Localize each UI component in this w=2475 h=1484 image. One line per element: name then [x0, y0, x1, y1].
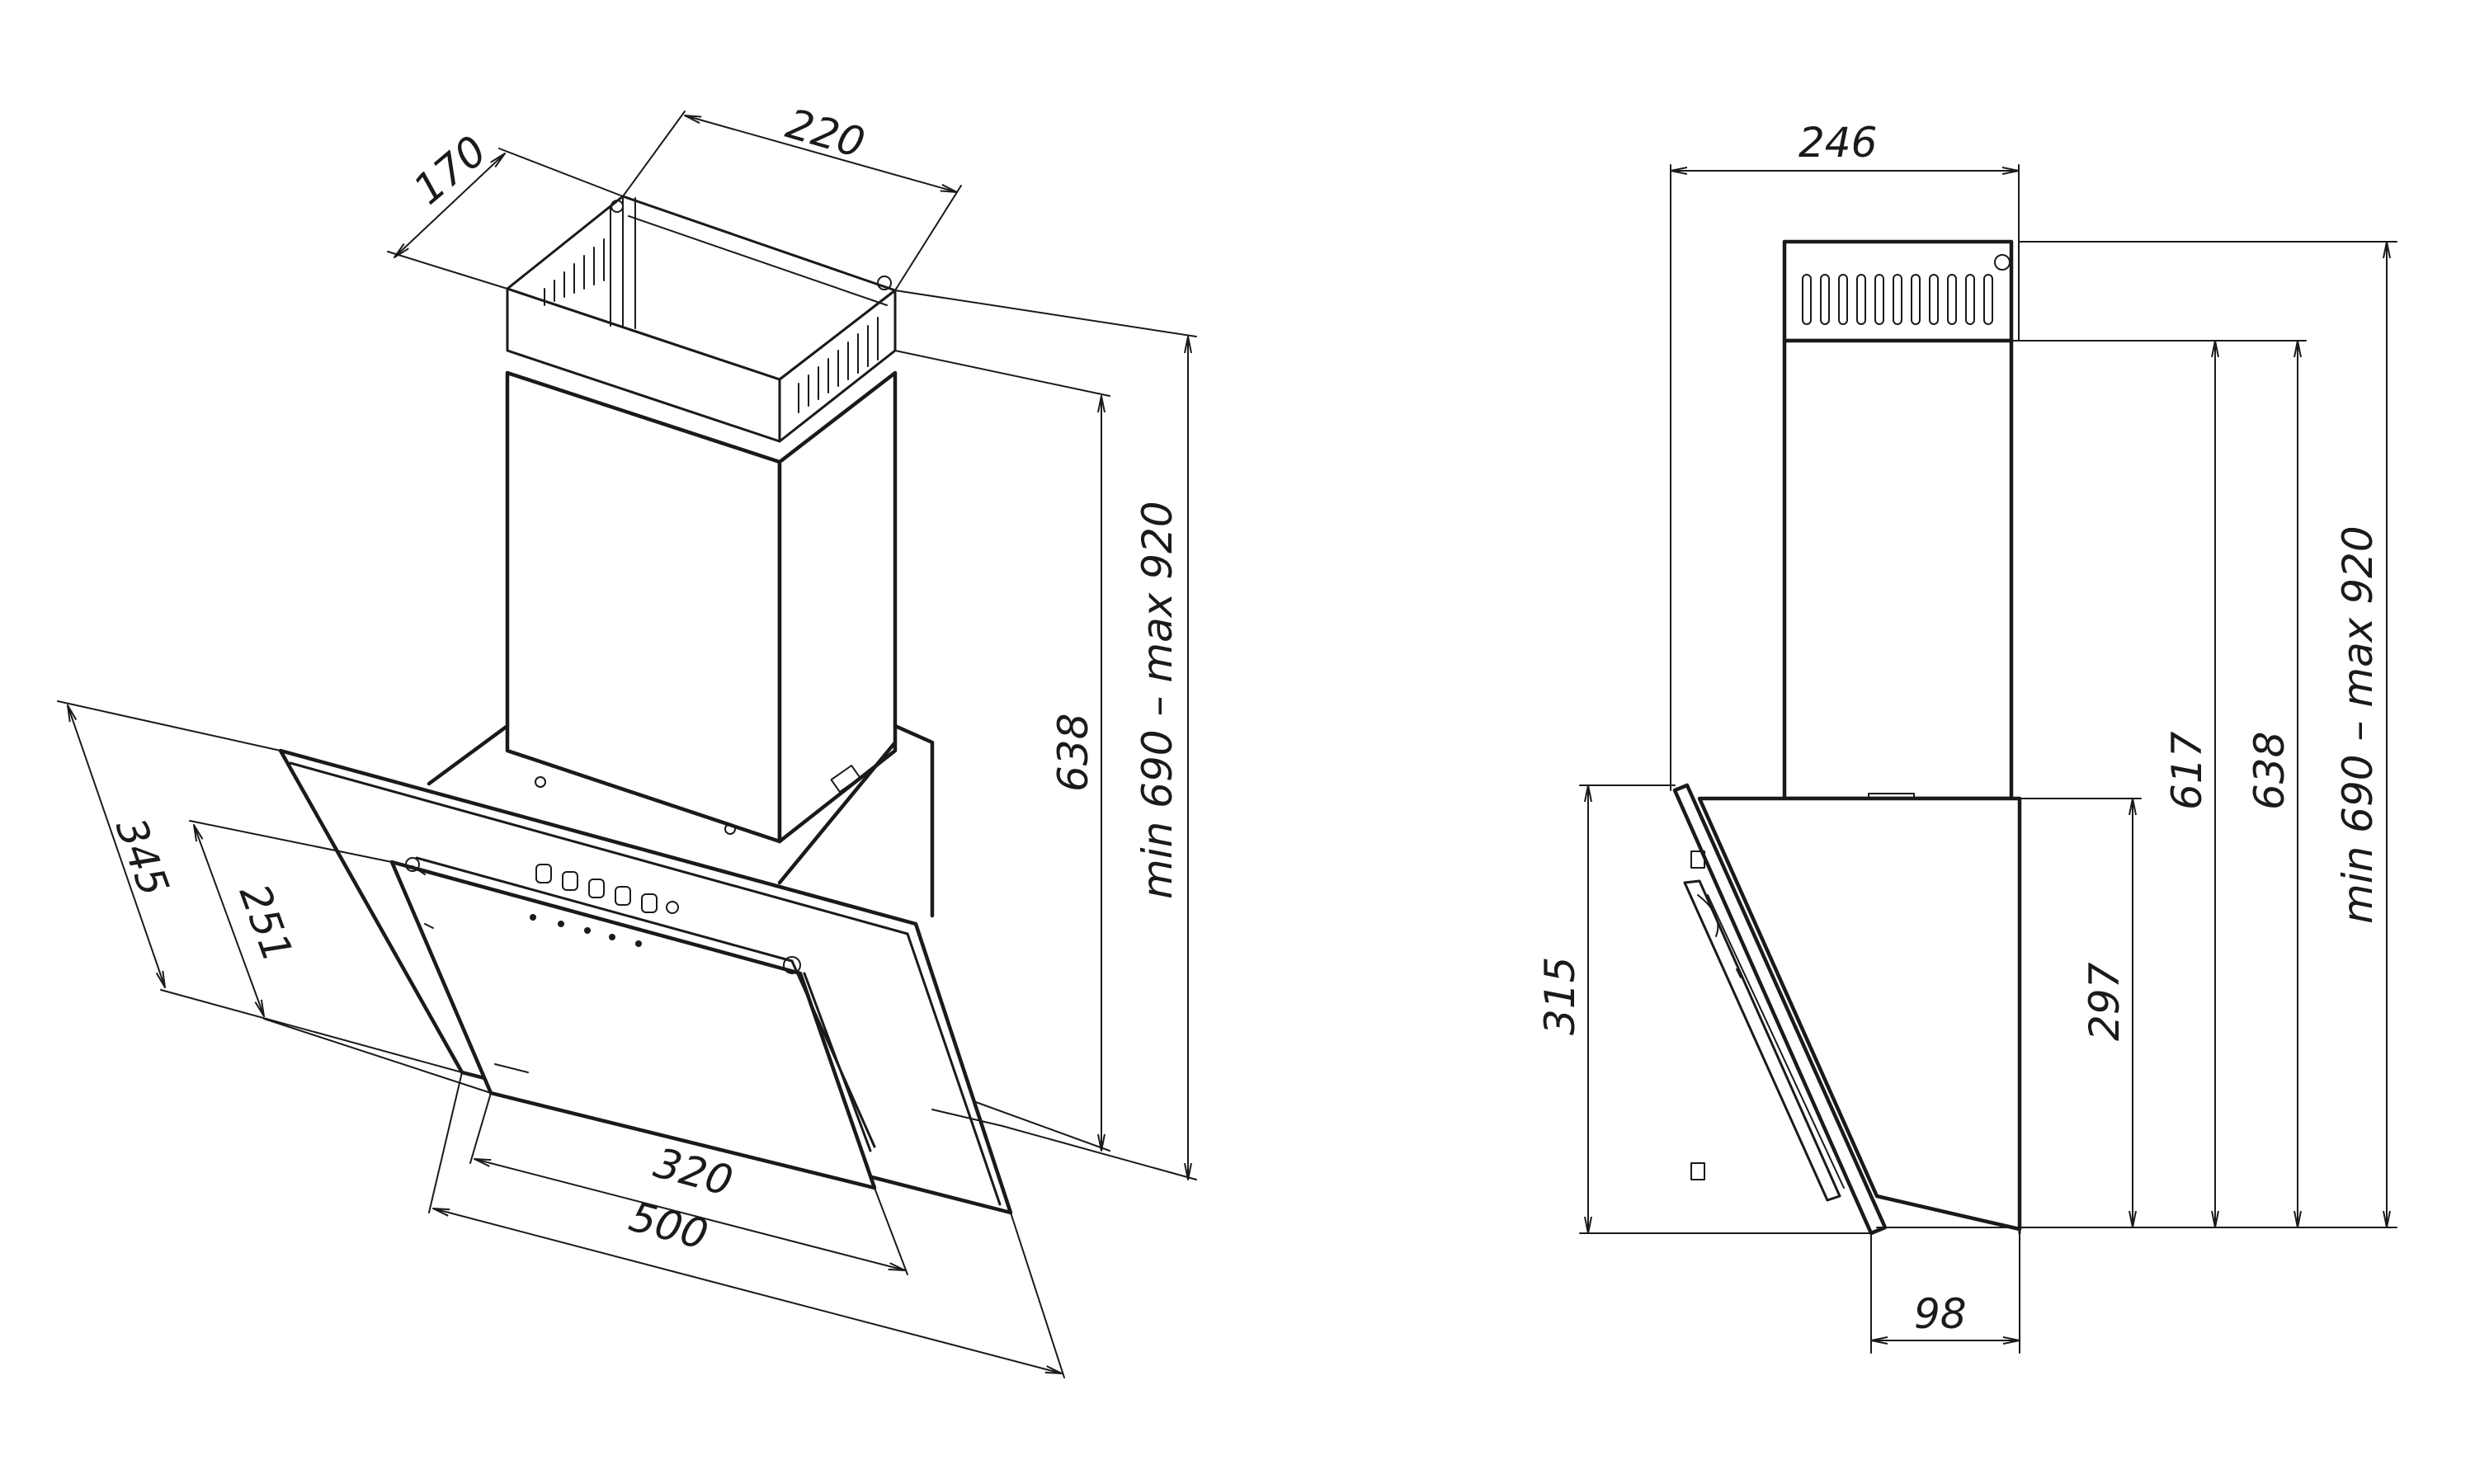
iso-dim-glass-height: 345 — [106, 812, 178, 902]
side-chimney-bottom — [1782, 338, 2014, 801]
iso-vent-slots-left — [544, 238, 605, 306]
side-chimney-top — [1782, 239, 2020, 343]
side-dim-glass-height: 315 — [1536, 957, 1584, 1035]
iso-chimney-top — [506, 195, 897, 443]
iso-dim-glass-width: 500 — [625, 1193, 713, 1260]
isometric-view: 170 220 638 min 690 – max 920 345 251 32… — [57, 100, 1197, 1378]
iso-dim-depth: 170 — [404, 126, 495, 214]
iso-dim-width: 220 — [781, 100, 870, 167]
side-dim-chimney-height: 617 — [2163, 731, 2211, 810]
iso-dim-chimney-height: 638 — [1049, 714, 1097, 792]
iso-chimney-bottom — [505, 370, 898, 844]
iso-hood-body — [427, 723, 935, 918]
side-dim-bottom-offset: 98 — [1914, 1290, 1967, 1338]
iso-dim-total-height: min 690 – max 920 — [1134, 501, 1181, 899]
iso-vent-slots-right — [798, 317, 879, 413]
side-dimension-lines — [1579, 164, 2397, 1354]
side-dim-depth: 246 — [1798, 119, 1877, 167]
side-view: 246 315 297 617 638 min 690 – max 920 98 — [1536, 119, 2397, 1354]
side-dim-total-height: min 690 – max 920 — [2334, 525, 2382, 924]
side-dim-chimney-total: 638 — [2246, 732, 2294, 810]
iso-dimension-lines — [57, 111, 1197, 1378]
side-vent-slots — [1802, 274, 1993, 325]
iso-control-buttons — [530, 864, 679, 947]
side-dim-body-height: 297 — [2081, 962, 2128, 1041]
